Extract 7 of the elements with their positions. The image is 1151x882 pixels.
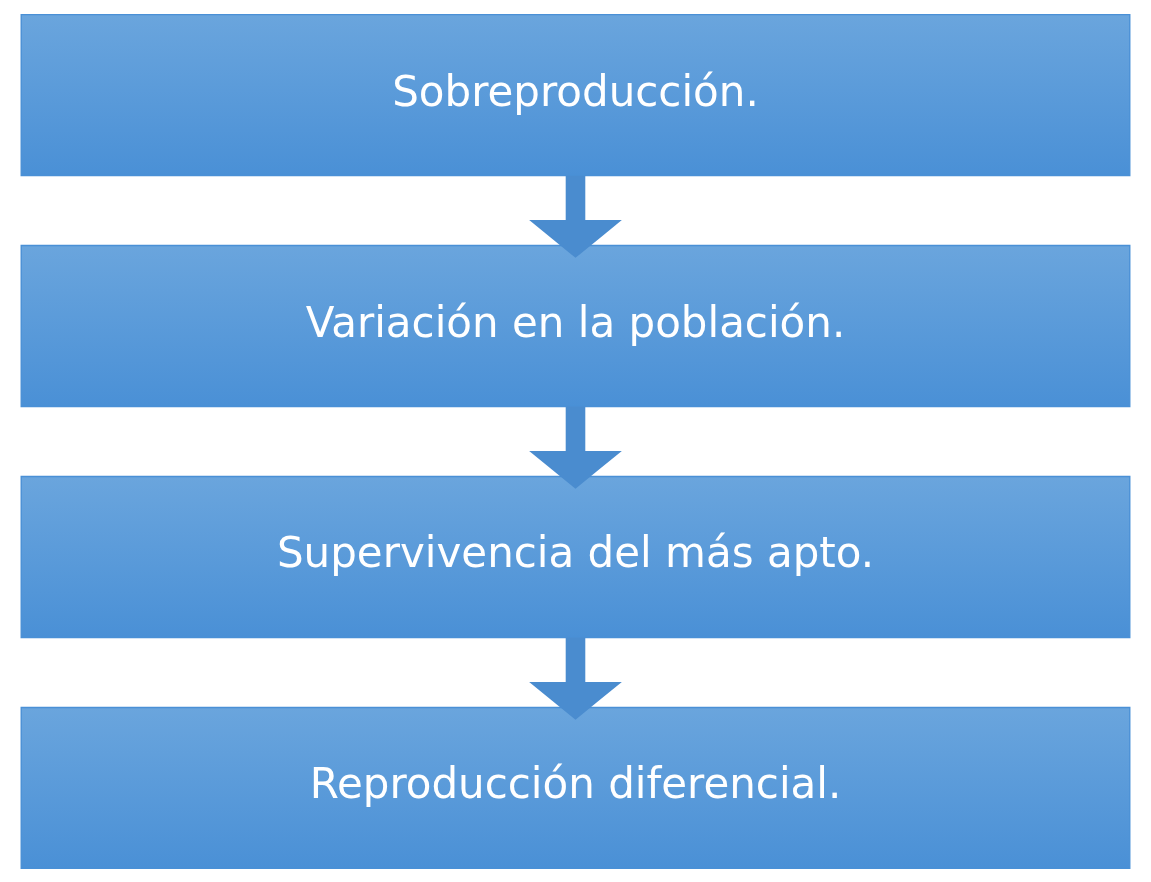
node-box: Supervivencia del más apto. bbox=[20, 475, 1131, 638]
arrow bbox=[529, 406, 622, 489]
node-box: Sobreproducción. bbox=[20, 13, 1131, 176]
node-box: Reproducción diferencial. bbox=[20, 706, 1131, 869]
node-box: Variación en la población. bbox=[20, 244, 1131, 407]
arrow bbox=[529, 175, 622, 258]
arrow bbox=[529, 637, 622, 720]
